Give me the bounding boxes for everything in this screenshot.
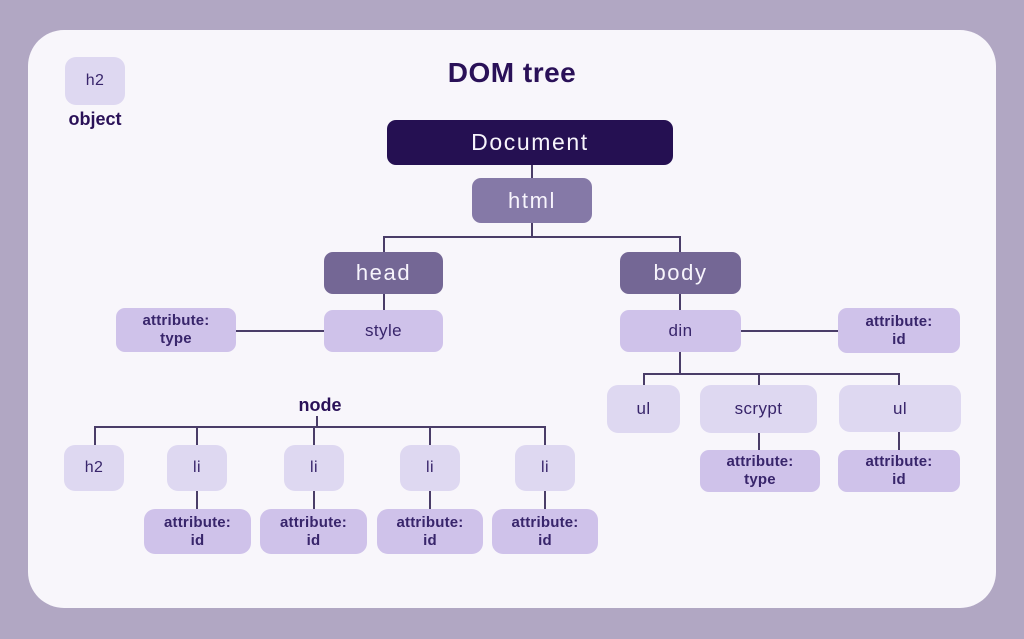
li-node-3: li [400, 445, 460, 491]
connector-line [383, 236, 680, 238]
attribute-label: attribute: [511, 513, 579, 531]
li-label: li [193, 459, 201, 476]
attribute-label: attribute: [865, 312, 933, 330]
head-node: head [324, 252, 443, 294]
h2-label: h2 [84, 459, 104, 476]
style-label: style [365, 321, 402, 340]
li-node-4: li [515, 445, 575, 491]
attribute-value: type [744, 471, 776, 488]
attribute-value: id [306, 531, 321, 549]
ul-label: ul [892, 398, 908, 418]
connector-line [313, 426, 315, 445]
din-label: din [668, 321, 693, 340]
connector-line [531, 223, 533, 236]
li3-attribute-id-node: attribute: id [377, 509, 483, 554]
attribute-value: id [892, 330, 906, 348]
body-node: body [620, 252, 741, 294]
connector-line [313, 491, 315, 509]
document-label: Document [471, 129, 589, 155]
connector-line [531, 165, 533, 178]
li4-attribute-id-node: attribute: id [492, 509, 598, 554]
li1-attribute-id-node: attribute: id [144, 509, 251, 554]
ul-node-left: ul [607, 385, 680, 433]
din-attribute-id-node: attribute: id [838, 308, 960, 353]
connector-line [383, 236, 385, 252]
li-label: li [541, 459, 549, 476]
attribute-value: id [423, 531, 437, 549]
connector-line [429, 426, 431, 445]
connector-line [196, 426, 198, 445]
scrypt-attribute-type-node: attribute: type [700, 450, 820, 492]
connector-line [898, 373, 900, 385]
attribute-label: attribute: [865, 453, 933, 471]
head-label: head [355, 260, 412, 285]
node-subtree-caption: node [298, 395, 342, 415]
connector-line [429, 491, 431, 509]
connector-line [196, 491, 198, 509]
connector-line [679, 352, 681, 373]
scrypt-node: scrypt [700, 385, 817, 433]
connector-line [236, 330, 324, 332]
ul-node-right: ul [839, 385, 961, 432]
connector-line [544, 491, 546, 509]
attribute-value: id [538, 531, 552, 549]
connector-line [758, 373, 760, 385]
li2-attribute-id-node: attribute: id [260, 509, 367, 554]
din-node: din [620, 310, 741, 352]
connector-line [643, 373, 645, 385]
connector-line [383, 294, 385, 310]
attribute-label: attribute: [164, 513, 231, 531]
attribute-value: type [160, 330, 192, 347]
style-attribute-type-node: attribute: type [116, 308, 236, 352]
diagram-title: DOM tree [447, 57, 577, 88]
connector-line [316, 416, 318, 426]
h2-node: h2 [64, 445, 124, 491]
li-label: li [426, 459, 434, 476]
connector-line [679, 294, 681, 310]
li-label: li [310, 459, 318, 476]
scrypt-label: scrypt [734, 399, 783, 418]
connector-line [741, 330, 838, 332]
legend-object-box: h2 [65, 57, 125, 105]
attribute-label: attribute: [142, 312, 210, 330]
li-node-2: li [284, 445, 344, 491]
document-node: Document [387, 120, 673, 165]
connector-line [94, 426, 96, 445]
connector-line [94, 426, 545, 428]
connector-line [898, 432, 900, 450]
attribute-label: attribute: [726, 453, 794, 471]
ul-right-attribute-id-node: attribute: id [838, 450, 960, 492]
li-node-1: li [167, 445, 227, 491]
body-label: body [653, 260, 708, 285]
html-node: html [472, 178, 592, 223]
html-label: html [508, 187, 556, 213]
connector-line [758, 433, 760, 450]
legend-box-label: h2 [85, 72, 105, 89]
connector-line [679, 236, 681, 252]
style-node: style [324, 310, 443, 352]
connector-line [643, 373, 899, 375]
attribute-label: attribute: [280, 513, 347, 531]
legend-caption: object [68, 109, 122, 129]
connector-line [544, 426, 546, 445]
attribute-label: attribute: [396, 513, 464, 531]
ul-label: ul [636, 399, 651, 418]
attribute-value: id [190, 531, 205, 549]
attribute-value: id [892, 471, 906, 488]
